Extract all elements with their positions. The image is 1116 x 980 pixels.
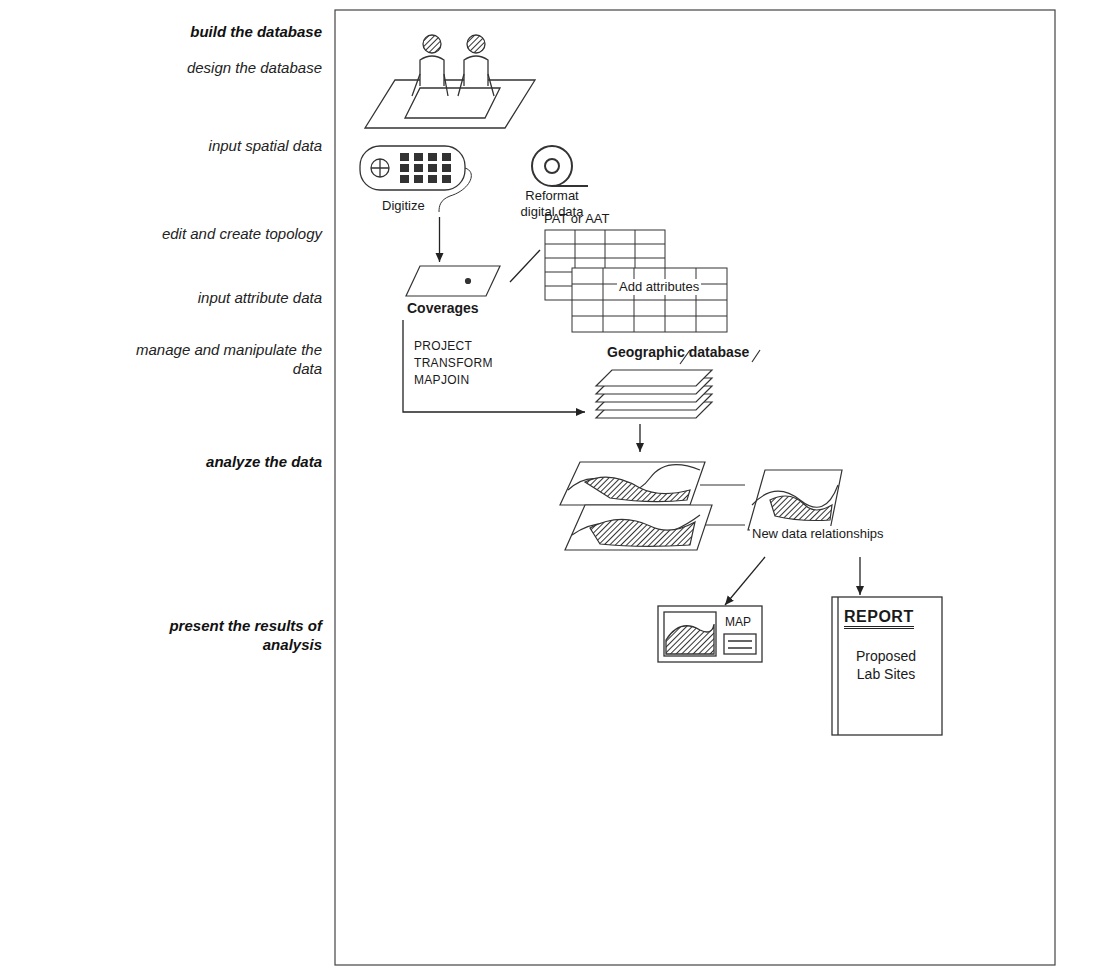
step-label: edit and create topology	[22, 224, 322, 243]
attribute-table	[572, 268, 727, 332]
frame	[335, 10, 1055, 965]
tape-reel	[532, 146, 588, 186]
step-label: design the database	[22, 58, 322, 77]
connector	[510, 250, 540, 282]
connector	[859, 557, 860, 595]
step-label: input spatial data	[22, 136, 322, 155]
diagram-node: New data relationships	[550, 452, 930, 557]
connector	[725, 557, 765, 605]
node-label: Coverages	[407, 300, 479, 316]
edge-label: PROJECT TRANSFORM MAPJOIN	[412, 338, 496, 389]
coverage-plane	[406, 266, 500, 296]
node-label: Digitize	[382, 198, 425, 214]
connector	[639, 424, 640, 452]
layer-stack	[596, 350, 760, 418]
node-label: MAP	[725, 614, 751, 630]
connector	[403, 320, 585, 412]
people-at-table	[365, 35, 535, 128]
step-label: manage and manipulate the data	[127, 340, 322, 378]
node-label: PAT or AAT	[544, 211, 610, 227]
node-body: Proposed Lab Sites	[844, 647, 928, 683]
node-label: Add attributes	[617, 279, 701, 295]
step-label: build the database	[22, 22, 322, 41]
diagram-node: Coverages	[395, 262, 510, 320]
diagram-node: Geographic database	[585, 342, 775, 424]
diagram-node: REPORT Proposed Lab Sites	[830, 595, 944, 737]
diagram-node: Digitize	[352, 142, 477, 217]
diagram-node: Add attributes	[565, 262, 730, 337]
step-label: analyze the data	[22, 452, 322, 471]
node-label: New data relationships	[750, 526, 886, 542]
node-label: REPORT	[844, 607, 914, 629]
diagram-node: Reformat digital data	[500, 142, 605, 222]
node-label: Geographic database	[607, 344, 749, 360]
diagram-node: MAP	[655, 605, 765, 663]
map-icon	[658, 606, 762, 662]
step-label: present the results of analysis	[122, 616, 322, 654]
report-book	[832, 597, 942, 735]
step-label: input attribute data	[22, 288, 322, 307]
connector	[439, 217, 440, 262]
